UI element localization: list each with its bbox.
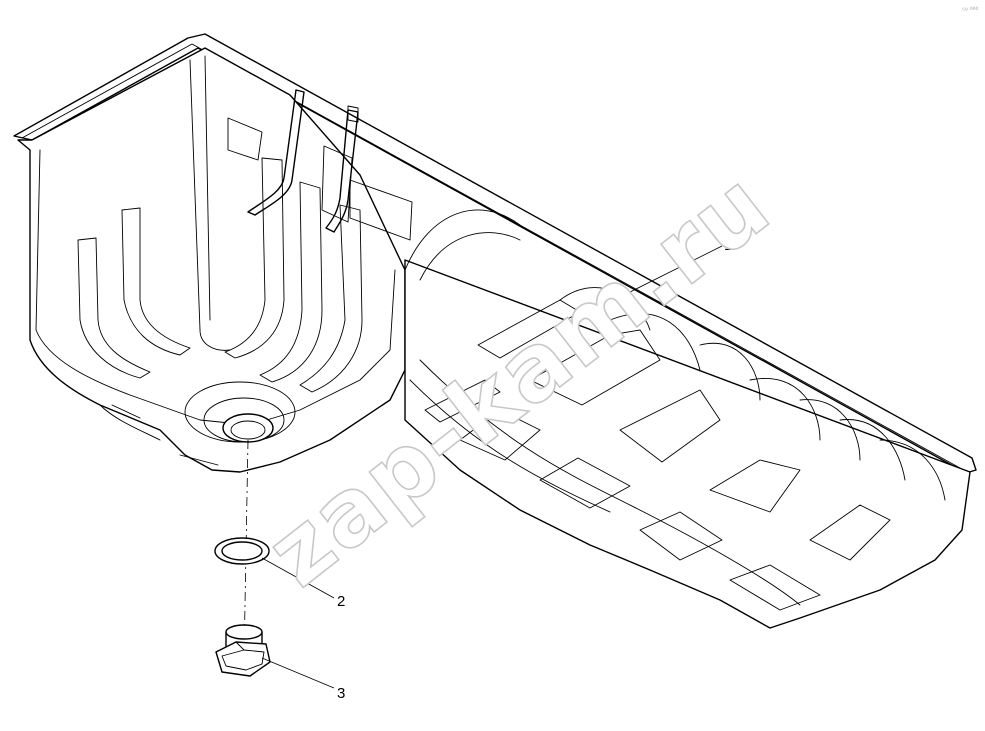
drain-plug-gasket	[214, 537, 270, 565]
oil-pan	[13, 33, 977, 629]
drain-plug	[215, 624, 271, 677]
pan-ribs	[424, 287, 946, 611]
leader-line-3	[261, 657, 335, 689]
callouts: 1 2 3	[261, 237, 732, 702]
leader-line-1	[629, 245, 723, 293]
corner-mark: ⁵⁹ ⁰⁰⁰	[962, 6, 978, 14]
callout-3: 3	[337, 685, 345, 702]
callout-1: 1	[724, 237, 732, 254]
callout-2: 2	[337, 593, 345, 610]
leader-line-2	[261, 557, 335, 599]
